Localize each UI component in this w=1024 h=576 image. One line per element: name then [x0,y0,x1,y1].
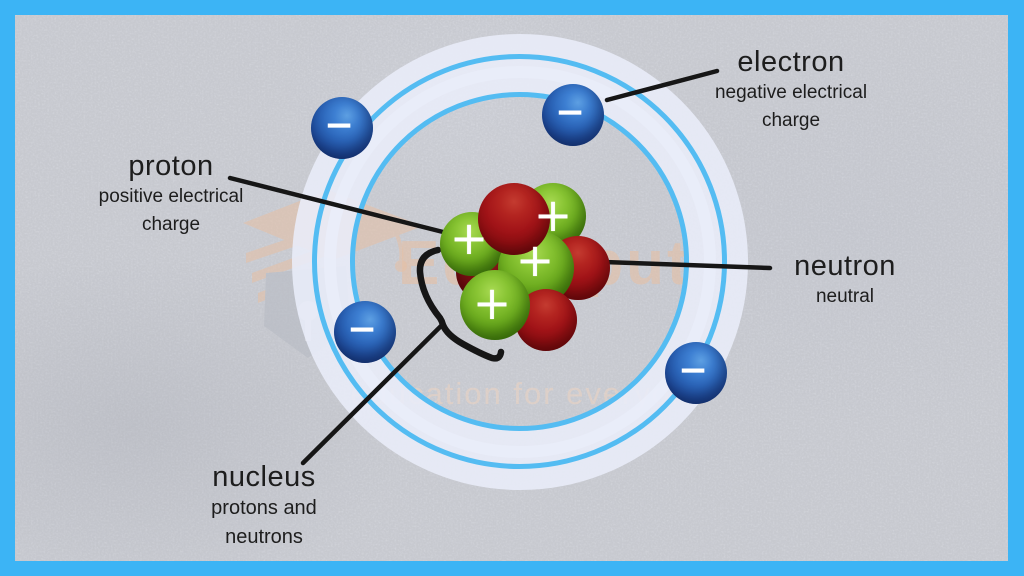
electron-label-title: electron [737,46,845,78]
proton-label-desc-line2: charge [141,213,201,235]
nucleus-label: nucleus protons and neutrons [146,461,382,552]
nucleus-label-desc-line1: protons and [211,497,317,519]
neutron-label-desc-line1: neutral [815,286,875,307]
minus-icon: − [554,92,586,133]
nucleus-label-title: nucleus [212,461,316,493]
electron-label: electron negative electrical charge [656,46,926,134]
minus-icon: − [346,309,378,350]
neutron-label-title: neutron [794,250,896,282]
proton-label: proton positive electrical charge [36,150,306,238]
electron-sphere: − [542,84,604,146]
neutron-label: neutron neutral [715,250,975,311]
proton-label-desc-line1: positive electrical [98,186,244,207]
minus-icon: − [323,105,355,146]
plus-icon: + [449,211,489,265]
electron-sphere: − [311,97,373,159]
electron-sphere: − [665,342,727,404]
plus-icon: + [515,233,555,287]
electron-label-desc-line2: charge [761,109,821,131]
electron-label-desc-line1: negative electrical [714,82,868,103]
nucleus-label-desc-line2: neutrons [225,526,303,548]
minus-icon: − [677,350,709,391]
plus-icon: + [472,276,512,330]
plus-icon: + [533,188,573,242]
proton-label-title: proton [128,150,214,182]
electron-sphere: − [334,301,396,363]
